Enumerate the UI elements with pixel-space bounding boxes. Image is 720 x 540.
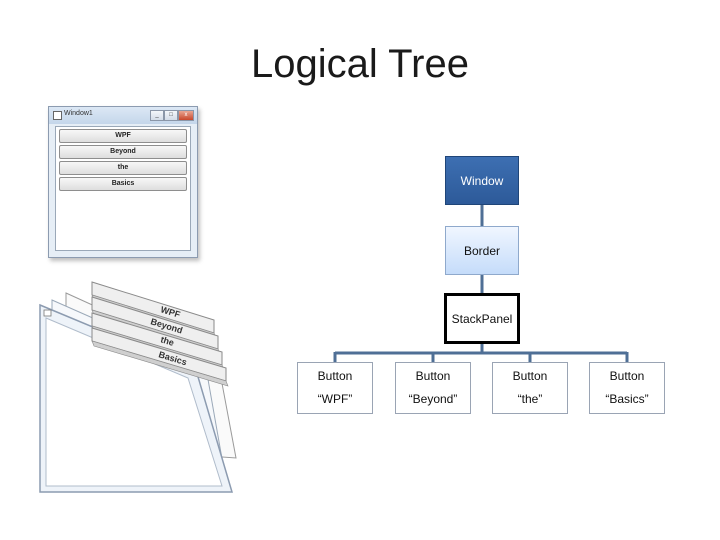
- window-screenshot: Window1 _ □ x WPF Beyond the Basics: [48, 106, 198, 258]
- exploded-app-icon: [43, 309, 52, 317]
- node-stackpanel: StackPanel: [444, 293, 520, 344]
- leaf-type: Button: [317, 369, 353, 383]
- window-title: Window1: [64, 110, 93, 117]
- leaf-type: Button: [609, 369, 645, 383]
- leaf-content: “Beyond”: [408, 392, 458, 406]
- leaf-content: “Basics”: [605, 392, 649, 406]
- exploded-label-the: the: [159, 334, 175, 348]
- button-the[interactable]: the: [59, 161, 187, 175]
- button-wpf[interactable]: WPF: [59, 129, 187, 143]
- node-button-the: Button “the”: [492, 362, 568, 414]
- window-titlebar: Window1 _ □ x: [49, 107, 197, 124]
- node-button-basics: Button “Basics”: [589, 362, 665, 414]
- window-app-icon: [53, 111, 62, 120]
- exploded-button-basics: Basics: [91, 327, 229, 387]
- button-beyond[interactable]: Beyond: [59, 145, 187, 159]
- leaf-type: Button: [512, 369, 548, 383]
- node-border: Border: [445, 226, 519, 275]
- minimize-icon[interactable]: _: [150, 110, 164, 121]
- close-icon[interactable]: x: [178, 110, 194, 121]
- node-button-beyond: Button “Beyond”: [395, 362, 471, 414]
- node-button-wpf: Button “WPF”: [297, 362, 373, 414]
- leaf-content: “WPF”: [317, 392, 353, 406]
- maximize-icon[interactable]: □: [164, 110, 178, 121]
- window-client-area: WPF Beyond the Basics: [55, 126, 191, 251]
- node-window: Window: [445, 156, 519, 205]
- slide-title: Logical Tree: [251, 42, 469, 86]
- leaf-type: Button: [415, 369, 451, 383]
- leaf-content: “the”: [517, 392, 543, 406]
- button-basics[interactable]: Basics: [59, 177, 187, 191]
